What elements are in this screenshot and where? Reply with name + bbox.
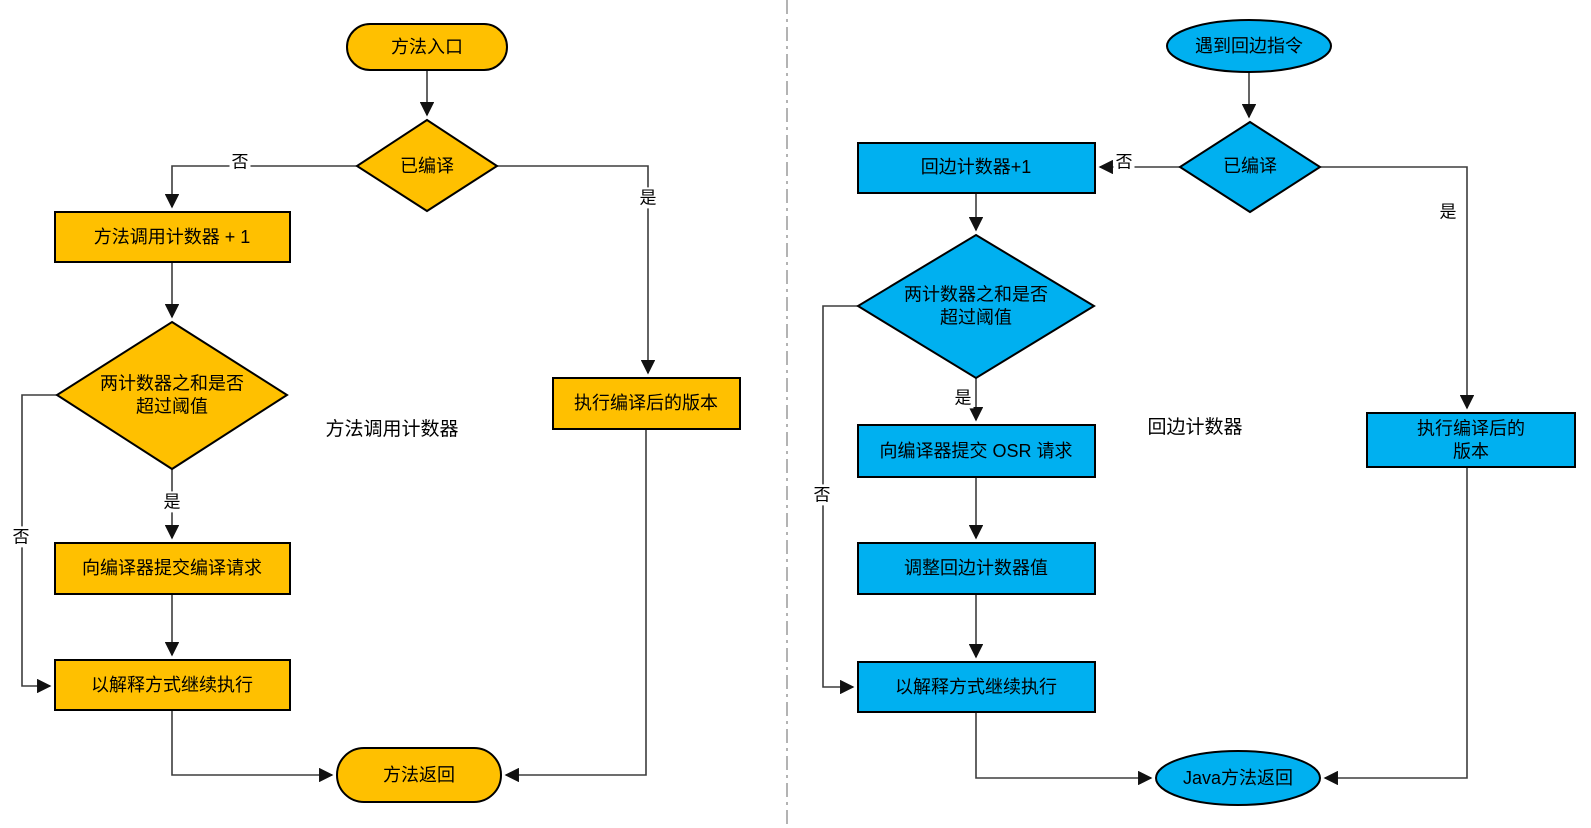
left-compiled-to-end-arrow	[504, 429, 647, 783]
right-threshold-no-arrow	[822, 305, 858, 695]
left-yes-to-compiled-arrow	[497, 165, 656, 375]
left-start-shape	[346, 23, 508, 71]
right-interpret-to-end-arrow	[975, 712, 1153, 786]
right-yes-to-compiled-arrow	[1320, 166, 1475, 410]
right-interpret-shape	[857, 661, 1096, 713]
right-increment-shape	[857, 142, 1096, 194]
left-interpret-to-end-arrow	[171, 710, 334, 783]
right-start-shape	[1166, 19, 1332, 73]
left-end-shape	[336, 747, 502, 803]
right-osr-shape	[857, 424, 1096, 478]
right-compiled-to-end-arrow	[1323, 467, 1468, 786]
right-threshold-decision-shape	[856, 233, 1096, 380]
right-end-shape	[1155, 750, 1321, 806]
left-compiled-decision-shape	[355, 118, 499, 213]
left-interpret-shape	[54, 659, 291, 711]
left-threshold-decision-shape	[55, 320, 289, 471]
right-adjust-shape	[857, 542, 1096, 595]
left-threshold-no-arrow	[21, 394, 57, 694]
right-run-compiled-shape	[1366, 412, 1576, 468]
left-run-compiled-shape	[552, 377, 741, 430]
left-no-to-increment-arrow	[164, 165, 357, 209]
left-increment-shape	[54, 211, 291, 263]
left-submit-shape	[54, 542, 291, 595]
right-compiled-decision-shape	[1178, 120, 1322, 214]
